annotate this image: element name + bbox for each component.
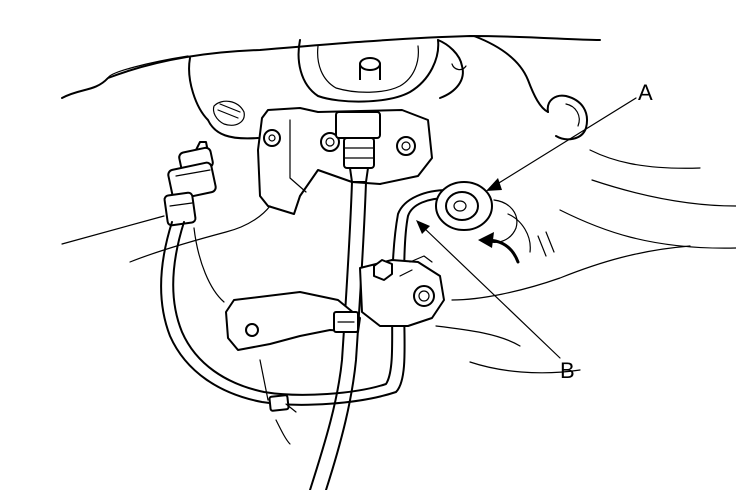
cable-tie <box>399 255 433 277</box>
harness-wire-inner <box>172 189 449 396</box>
bracket-bolt-right-center <box>401 141 411 151</box>
housing-left-lobe <box>188 57 259 140</box>
lower-bracket-hole <box>245 323 259 337</box>
housing-center-dome <box>297 39 440 103</box>
harness-clip-stem <box>285 403 297 413</box>
callout-a-label: A <box>638 80 653 105</box>
breather-cap <box>359 57 381 71</box>
housing-dome-inner <box>317 45 419 93</box>
switch-boot <box>163 191 197 227</box>
right-lower-bolt <box>413 285 435 307</box>
lower-contour-left <box>129 205 271 263</box>
lower-contour-right <box>451 245 691 301</box>
grommet-inner <box>445 191 479 221</box>
housing-boss-detail <box>451 63 467 71</box>
callout-b-arrowhead <box>416 220 430 234</box>
grommet-flange <box>489 199 518 243</box>
bracket-bolt-left <box>263 129 281 147</box>
harness-clip-lower <box>268 394 290 412</box>
bracket-bolt-mid <box>320 132 340 152</box>
callout-a-arrowhead <box>486 178 502 191</box>
housing-right-lobe <box>437 39 464 99</box>
right-mount-face <box>565 103 580 127</box>
bracket-bolt-left-center <box>268 134 276 142</box>
right-frame-lines <box>589 149 736 207</box>
callout-b-leader <box>421 225 561 359</box>
switch-boot-rib <box>169 202 193 207</box>
motion-marks <box>507 213 555 257</box>
housing-hatched-pocket <box>212 100 245 126</box>
speedometer-cable-left <box>309 181 353 490</box>
housing-right-boss <box>473 35 549 113</box>
right-lower-bolt-center <box>418 290 430 302</box>
lower-contour-left-2 <box>193 227 225 303</box>
stud-nut <box>373 259 393 281</box>
center-sensor-body <box>343 137 375 169</box>
speedometer-cable-right <box>325 181 367 490</box>
bracket-bolt-right <box>396 136 416 156</box>
switch-leader-line <box>61 215 165 245</box>
grommet-hole <box>453 200 467 212</box>
callout-b-label: B <box>560 358 575 383</box>
housing-hatch-line <box>217 103 241 119</box>
switch-connector-rib <box>175 169 211 177</box>
install-arrow-head <box>478 232 494 248</box>
right-mount-block <box>546 94 588 141</box>
switch-connector-body <box>167 161 217 201</box>
bracket-inner-edge <box>289 119 307 193</box>
center-sensor-hex <box>335 111 381 139</box>
lower-contour-right-2 <box>435 325 581 374</box>
bracket-bolt-mid-center <box>325 137 335 147</box>
center-sensor-neck <box>349 167 369 183</box>
harness-wire-outer <box>160 197 449 406</box>
callout-a-leader <box>493 97 637 187</box>
upper-panel-inner-line <box>107 55 189 79</box>
right-frame-lines-2 <box>559 209 736 249</box>
lower-contour-bottom <box>259 359 291 445</box>
